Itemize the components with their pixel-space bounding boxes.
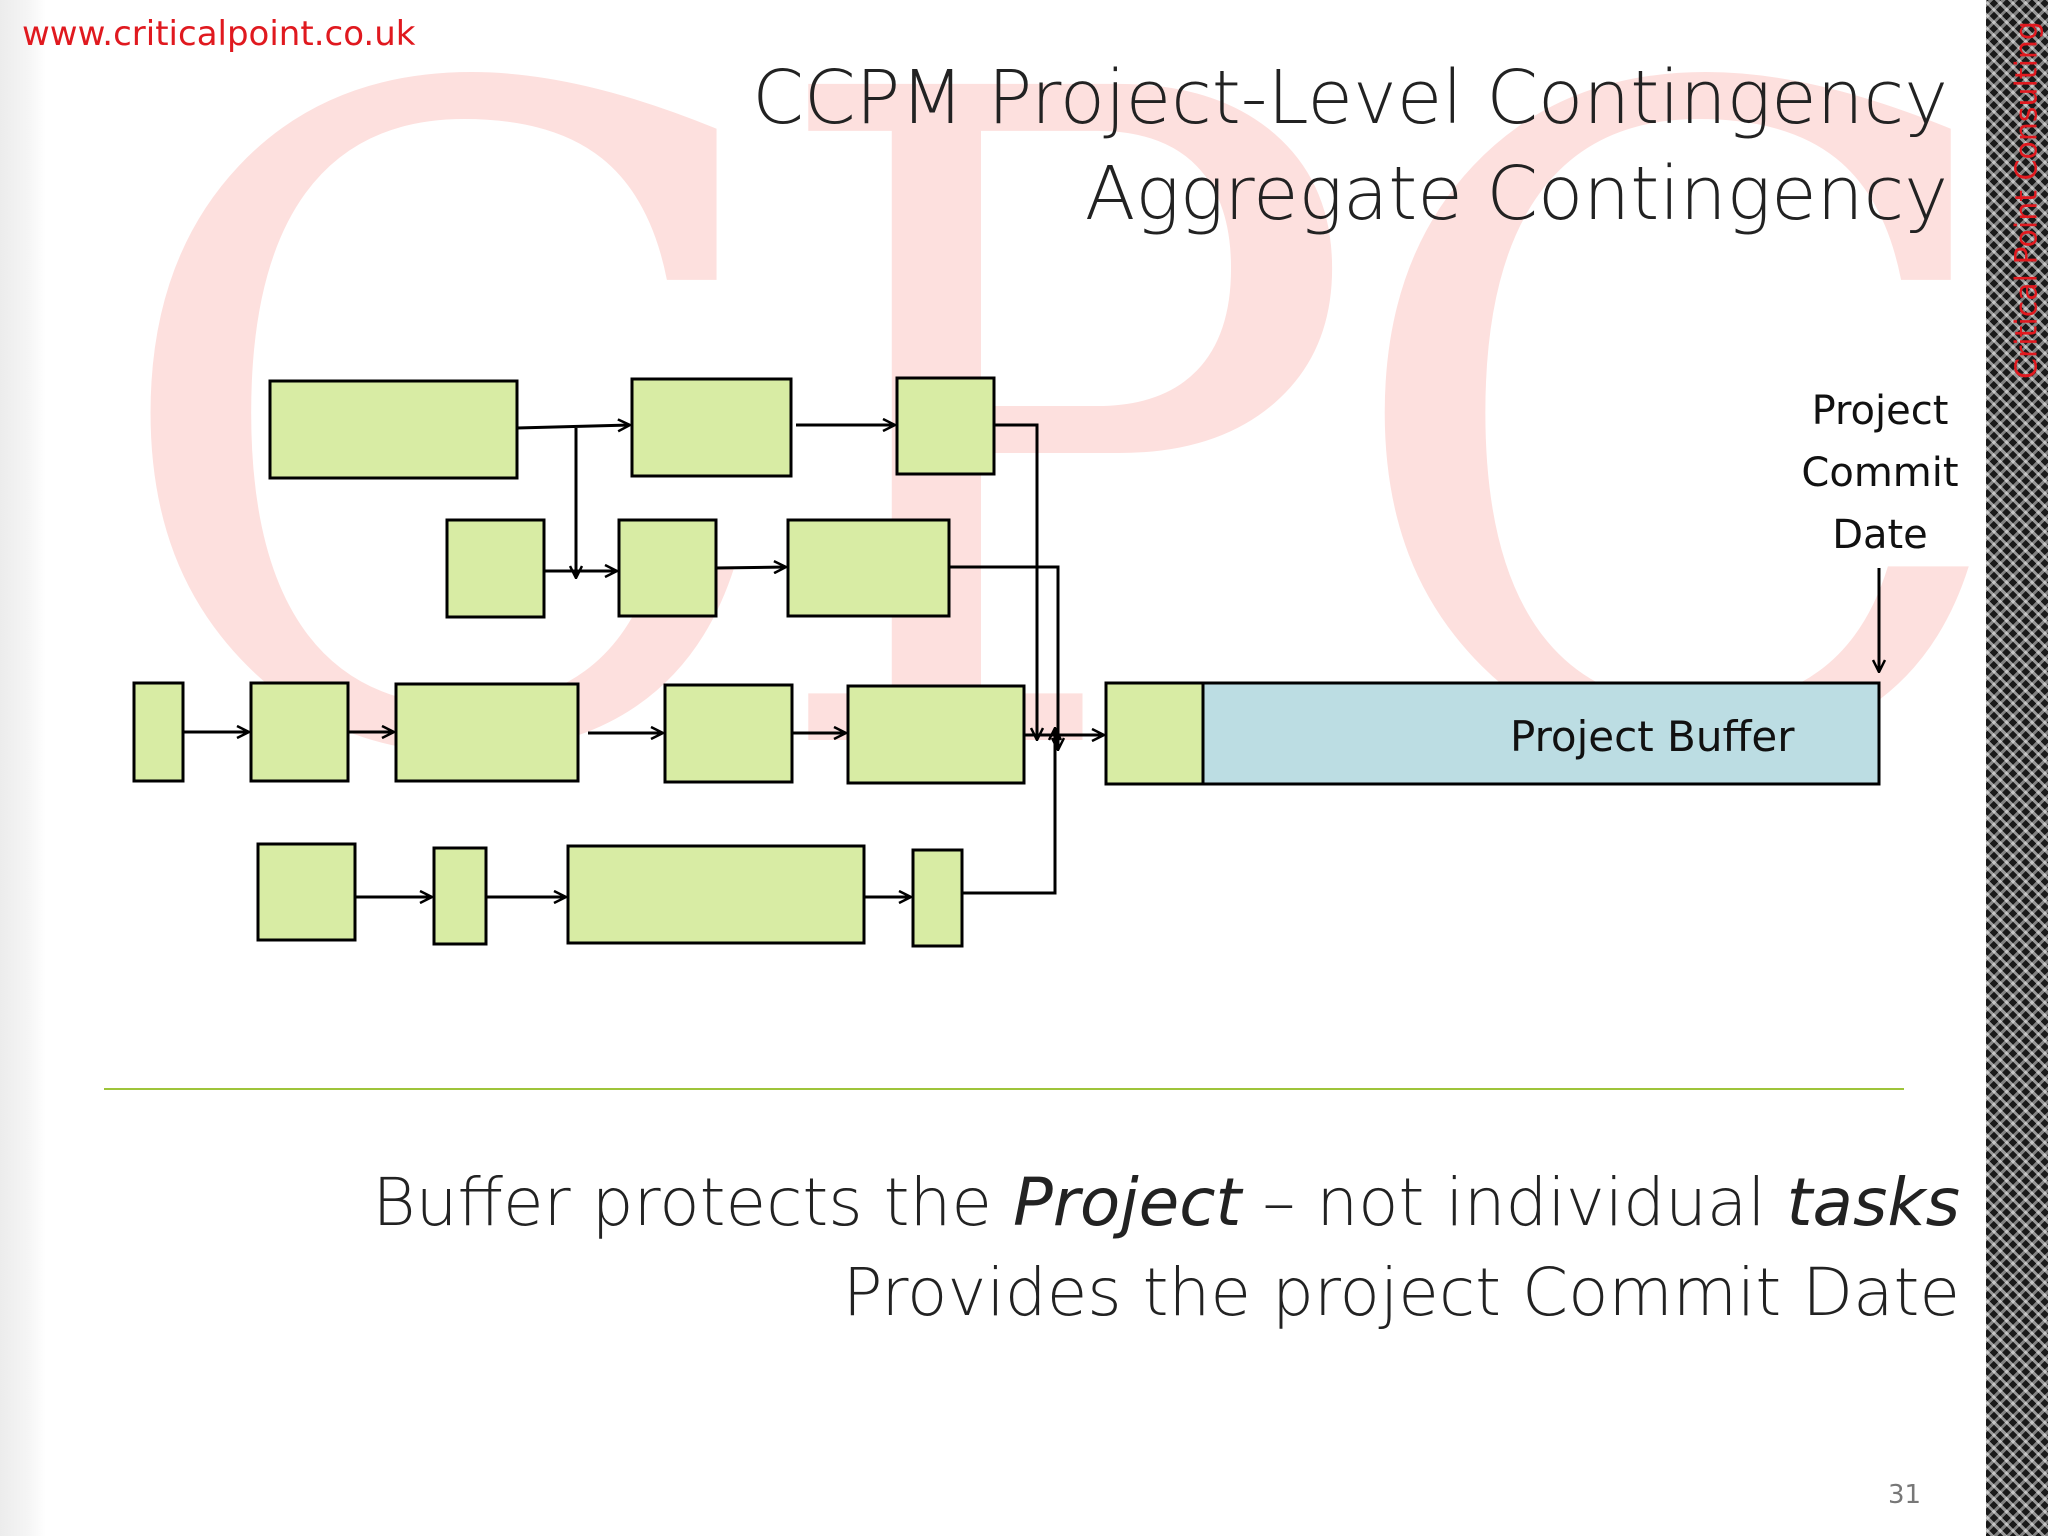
link-r1-1-2 — [516, 425, 630, 428]
task-r2-3 — [786, 518, 951, 618]
task-r2-2 — [617, 518, 718, 618]
link-r2-3-merge — [949, 565, 1058, 750]
website-url[interactable]: www.criticalpoint.co.uk — [22, 14, 416, 54]
statement-1-mid: – not individual — [1241, 1164, 1787, 1241]
task-r3-2 — [249, 681, 350, 783]
statement-1-pre: Buffer protects the — [372, 1164, 1013, 1241]
task-r1-2 — [630, 377, 793, 478]
task-r4-2 — [432, 846, 488, 946]
task-r3-5 — [846, 684, 1026, 785]
project-commit-date-label: Project Commit Date — [1770, 380, 1990, 566]
task-r2-1 — [445, 518, 546, 619]
title-line-2: Aggregate Contingency — [1084, 151, 1948, 237]
task-r4-3 — [566, 844, 866, 945]
task-r3-4 — [663, 683, 794, 784]
page-number: 31 — [1888, 1480, 1922, 1510]
statement-line-1: Buffer protects the Project – not indivi… — [372, 1158, 1960, 1248]
slide-title: CCPM Project-Level Contingency Aggregate… — [752, 50, 1948, 242]
task-r1-3 — [895, 376, 996, 476]
statement-line-2: Provides the project Commit Date — [842, 1254, 1960, 1331]
project-buffer-label: Project Buffer — [1510, 712, 1795, 761]
divider-line — [104, 1088, 1904, 1090]
title-line-1: CCPM Project-Level Contingency — [752, 55, 1948, 141]
task-r4-1 — [256, 842, 357, 942]
commit-label-line-3: Date — [1832, 512, 1928, 558]
right-strip-edge — [1978, 0, 1986, 1536]
link-r1-3-merge — [994, 423, 1037, 740]
link-r2-2-3 — [715, 567, 786, 568]
task-r3-3 — [394, 682, 580, 783]
link-r4-4-merge — [962, 728, 1055, 895]
project-buffer-bar — [1201, 681, 1881, 786]
statement-1-emphasis-tasks: tasks — [1786, 1164, 1960, 1241]
left-margin-strip — [0, 0, 46, 1536]
task-r4-4 — [911, 848, 964, 948]
task-r3-1 — [132, 681, 185, 783]
right-pattern-strip — [1978, 0, 2048, 1536]
commit-label-line-1: Project — [1811, 388, 1949, 434]
final-task — [1104, 681, 1205, 786]
statement-1-emphasis-project: Project — [1012, 1164, 1242, 1241]
commit-label-line-2: Commit — [1801, 450, 1959, 496]
key-statements: Buffer protects the Project – not indivi… — [372, 1158, 1960, 1338]
task-r1-1 — [268, 379, 519, 480]
